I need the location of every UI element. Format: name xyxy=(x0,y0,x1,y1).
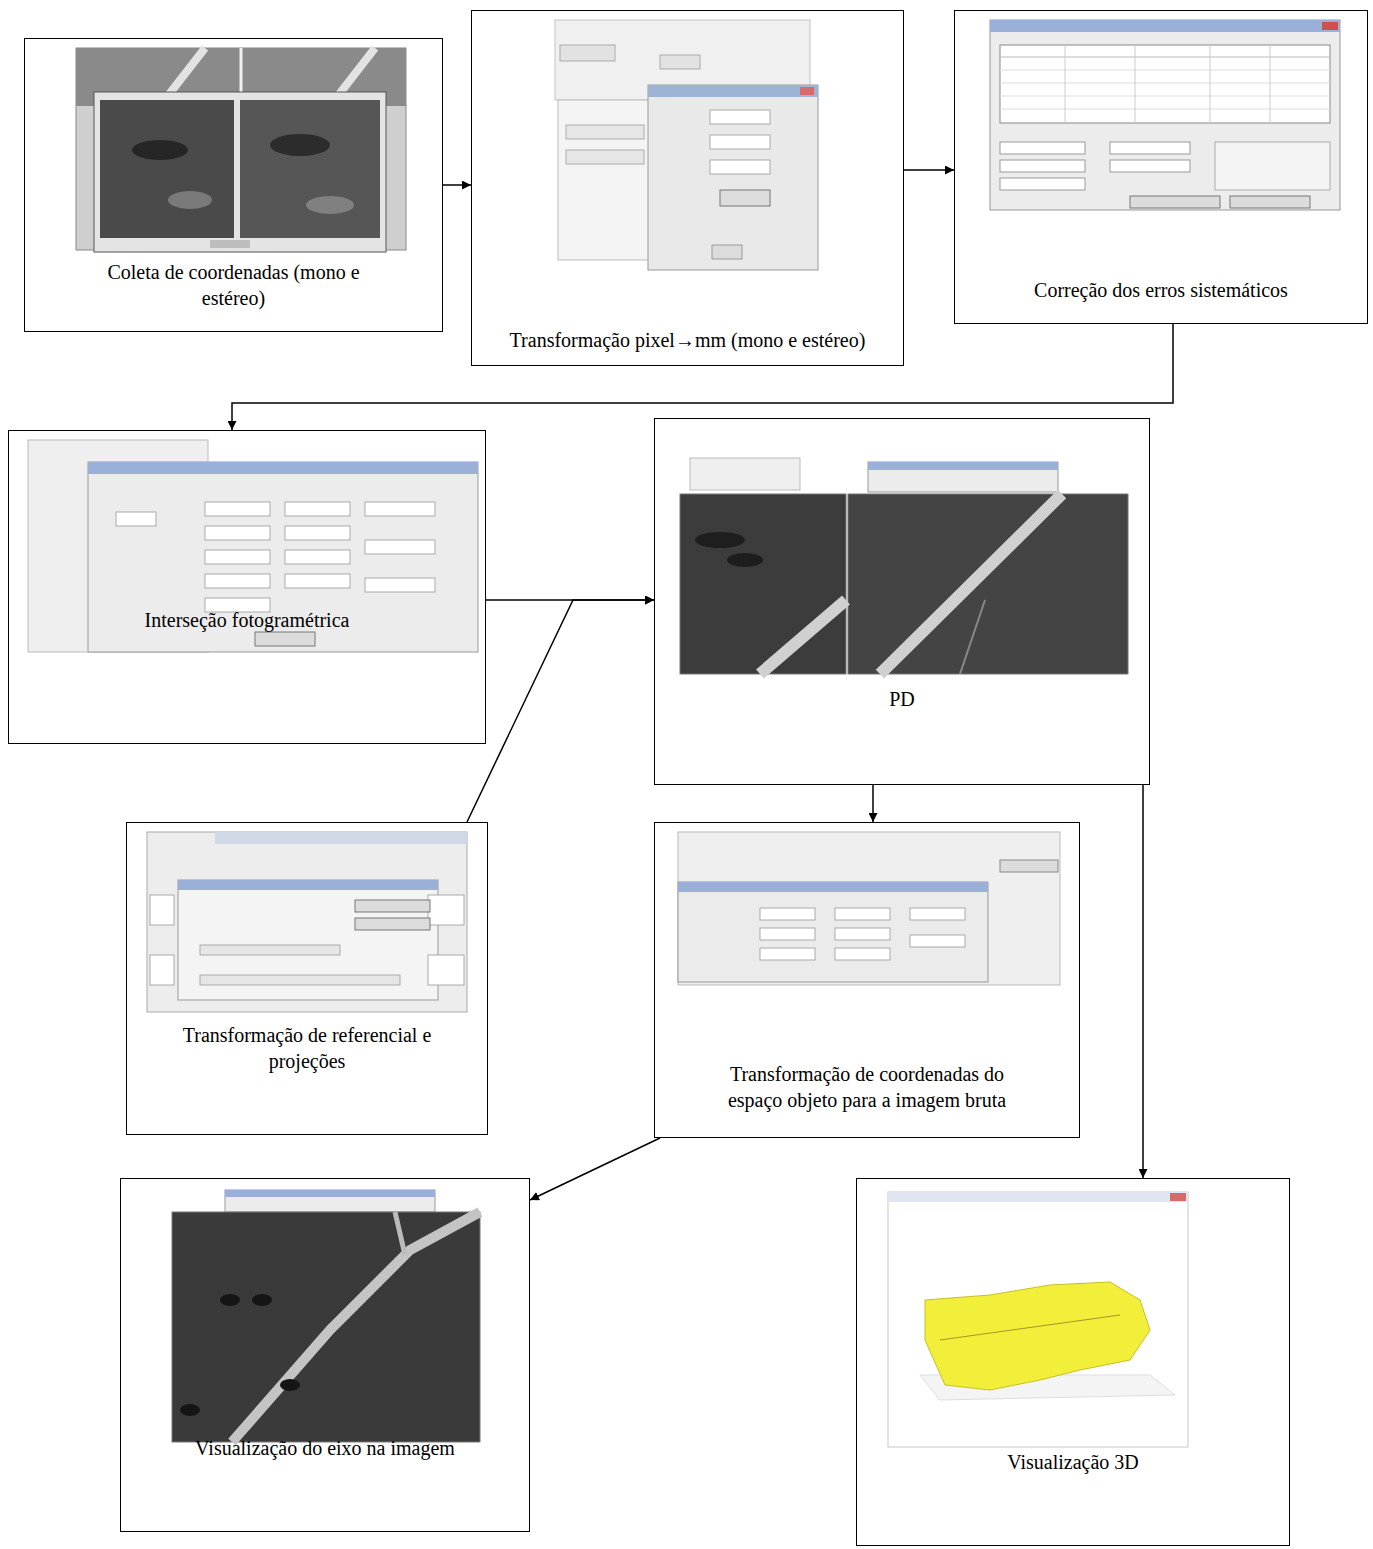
box-caption: Interseção fotogramétrica xyxy=(141,605,354,635)
flow-arrow xyxy=(872,785,874,822)
pd-screenshot xyxy=(680,458,1128,674)
box-caption: Transformação de referencial e projeções xyxy=(143,1020,471,1076)
stereo-screenshot xyxy=(76,48,406,252)
reference-window-screenshot xyxy=(147,832,467,1012)
object-image-window-screenshot xyxy=(678,832,1060,985)
box-caption: Visualização 3D xyxy=(1003,1447,1143,1477)
box-caption: Transformação de coordenadas do espaço o… xyxy=(713,1059,1021,1115)
table-window-screenshot xyxy=(990,20,1340,210)
dialog-screenshot xyxy=(555,20,818,270)
3d-view-screenshot xyxy=(888,1192,1188,1447)
flow-arrow xyxy=(443,184,471,186)
flow-arrow xyxy=(904,169,954,171)
box-caption: Correção dos erros sistemáticos xyxy=(1030,275,1292,305)
process-box: Visualização do eixo na imagem xyxy=(120,1178,530,1532)
box-caption: Coleta de coordenadas (mono e estéreo) xyxy=(70,257,398,313)
intersection-window-screenshot xyxy=(28,440,478,652)
flow-arrow xyxy=(530,1138,660,1200)
process-box: Transformação pixel→mm (mono e estéreo) xyxy=(471,10,904,366)
process-box: Visualização 3D xyxy=(856,1178,1290,1546)
box-caption: Transformação pixel→mm (mono e estéreo) xyxy=(506,325,870,355)
box-caption: Visualização do eixo na imagem xyxy=(191,1433,459,1463)
process-box: Correção dos erros sistemáticos xyxy=(954,10,1368,324)
flow-arrow xyxy=(467,600,654,822)
flow-arrow xyxy=(1142,785,1144,1178)
process-box: Transformação de coordenadas do espaço o… xyxy=(654,822,1080,1138)
process-box: Transformação de referencial e projeções xyxy=(126,822,488,1135)
process-box: Interseção fotogramétrica xyxy=(8,430,486,744)
flow-arrow xyxy=(232,324,1173,430)
box-caption: PD xyxy=(885,684,919,714)
process-box: PD xyxy=(654,418,1150,785)
axis-image-screenshot xyxy=(172,1190,480,1442)
process-box: Coleta de coordenadas (mono e estéreo) xyxy=(24,38,443,332)
